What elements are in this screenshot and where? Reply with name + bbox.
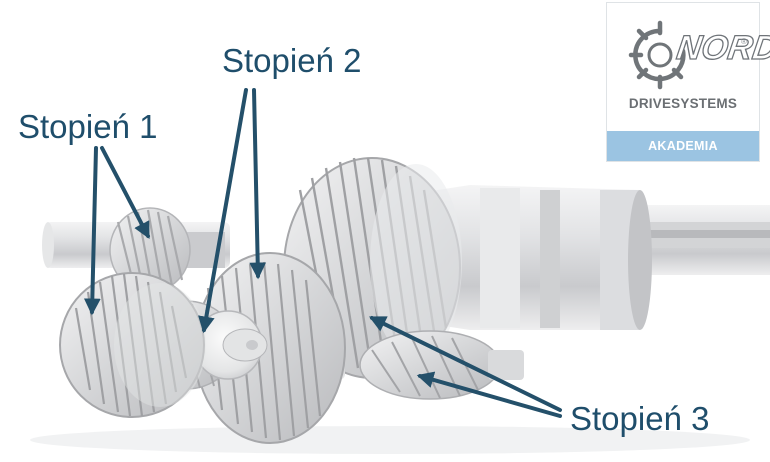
stage1-label: Stopień 1 — [18, 108, 158, 145]
stage1-large-gear — [59, 272, 206, 418]
logo-band: AKADEMIA — [607, 131, 759, 161]
stage3-arrows — [368, 316, 562, 418]
logo-wordmark: NORD — [674, 28, 770, 67]
stage2-label: Stopień 2 — [222, 42, 362, 79]
stage3-label: Stopień 3 — [570, 400, 710, 437]
nord-logo: NORD ® DRIVESYSTEMS AKADEMIA — [606, 2, 770, 162]
floor-shadow — [30, 426, 750, 454]
stage1-arrow-lower — [83, 146, 101, 316]
gear-icon — [628, 20, 686, 90]
stage1-arrow-upper — [100, 146, 150, 239]
stage3-arrow-lower — [416, 371, 562, 418]
logo-subtitle: DRIVESYSTEMS — [628, 96, 738, 111]
logo-registered-mark: ® — [741, 37, 747, 46]
stage2-arrows — [198, 88, 267, 334]
stage2-arrow-right — [249, 88, 267, 280]
stage3-pinion — [359, 330, 524, 400]
stage2-arrow-left — [198, 88, 248, 334]
stage1-arrows — [83, 146, 150, 316]
output-shaft — [405, 185, 770, 330]
stage3-arrow-upper — [368, 316, 562, 412]
